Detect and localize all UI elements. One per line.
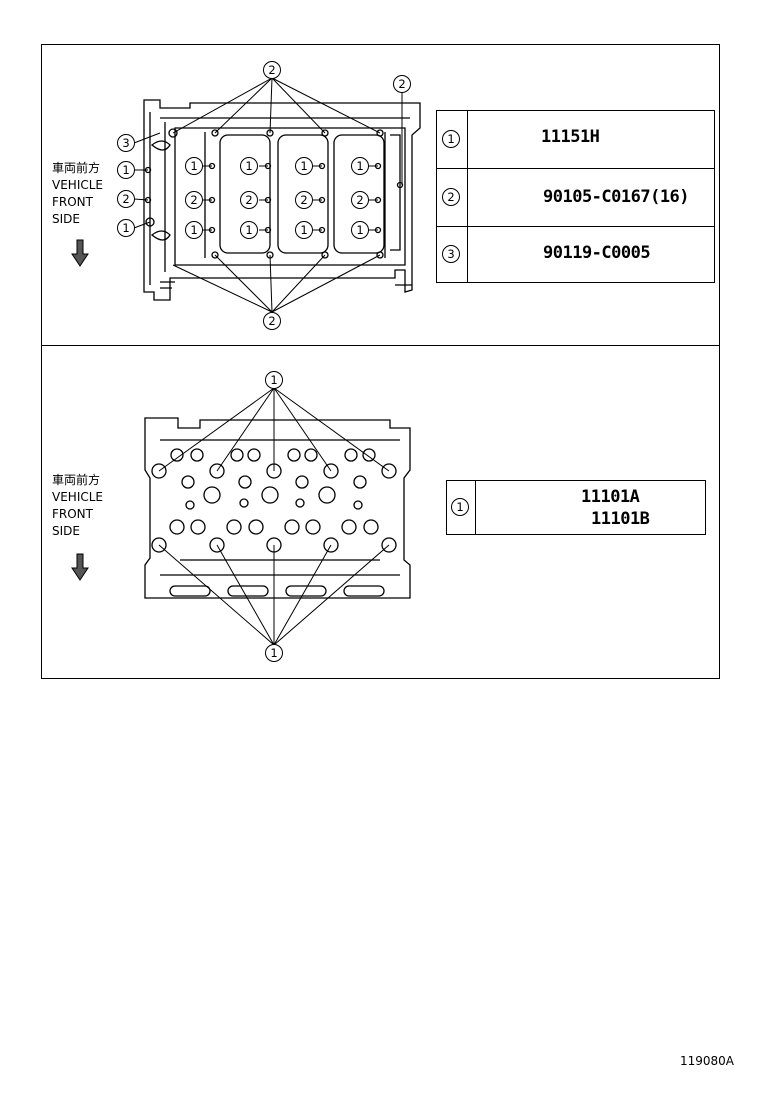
legend-num-2: 2 <box>442 188 460 206</box>
callout-row1-a: 1 <box>185 157 203 175</box>
top-parts-legend: 1 11151H 2 90105-C0167(16) 3 90119-C0005 <box>436 110 715 283</box>
callout-row2-c: 2 <box>295 191 313 209</box>
callout-left-2: 2 <box>117 190 135 208</box>
callout-row3-c: 1 <box>295 221 313 239</box>
part-number-90119: 90119-C0005 <box>543 243 651 263</box>
callout-row3-d: 1 <box>351 221 369 239</box>
callout-top-lower: 2 <box>263 312 281 330</box>
callout-row2-b: 2 <box>240 191 258 209</box>
legend-row-1: 1 11151H <box>437 111 714 168</box>
callout-row2-a: 2 <box>185 191 203 209</box>
legend-row-2: 2 90105-C0167(16) <box>437 168 714 227</box>
callout-row3-a: 1 <box>185 221 203 239</box>
callout-left-3: 3 <box>117 134 135 152</box>
callout-row1-c: 1 <box>295 157 313 175</box>
legend-bottom-num-1: 1 <box>451 498 469 516</box>
illustration-code: 119080A <box>679 1054 734 1068</box>
part-number-11151h: 11151H <box>541 127 600 147</box>
vehicle-front-label-bottom: 車両前方 VEHICLE FRONT SIDE <box>52 473 103 538</box>
cylinder-head-drawing <box>144 417 411 599</box>
part-number-11101a: 11101A <box>581 487 640 507</box>
part-number-90105: 90105-C0167(16) <box>543 187 690 207</box>
vehicle-front-label-top: 車両前方 VEHICLE FRONT SIDE <box>52 161 103 226</box>
legend-row-3: 3 90119-C0005 <box>437 226 714 283</box>
bottom-diagram-panel <box>41 345 720 679</box>
callout-left-1a: 1 <box>117 161 135 179</box>
front-arrows <box>71 239 89 581</box>
top-leader-lines <box>133 77 403 313</box>
part-number-11101b: 11101B <box>591 509 650 529</box>
legend-num-1: 1 <box>442 130 460 148</box>
callout-top-right: 2 <box>393 75 411 93</box>
cam-housing-drawing <box>143 99 421 301</box>
callout-bottom-lower: 1 <box>265 644 283 662</box>
callout-row2-d: 2 <box>351 191 369 209</box>
cylinder-head-holes <box>151 448 397 553</box>
callout-top-upper: 2 <box>263 61 281 79</box>
callout-row1-b: 1 <box>240 157 258 175</box>
bottom-parts-legend: 1 11101A 11101B <box>446 480 706 535</box>
callout-row3-b: 1 <box>240 221 258 239</box>
legend-num-3: 3 <box>442 245 460 263</box>
callout-row1-d: 1 <box>351 157 369 175</box>
bottom-leader-lines <box>158 387 390 646</box>
callout-left-1b: 1 <box>117 219 135 237</box>
callout-bottom-upper: 1 <box>265 371 283 389</box>
